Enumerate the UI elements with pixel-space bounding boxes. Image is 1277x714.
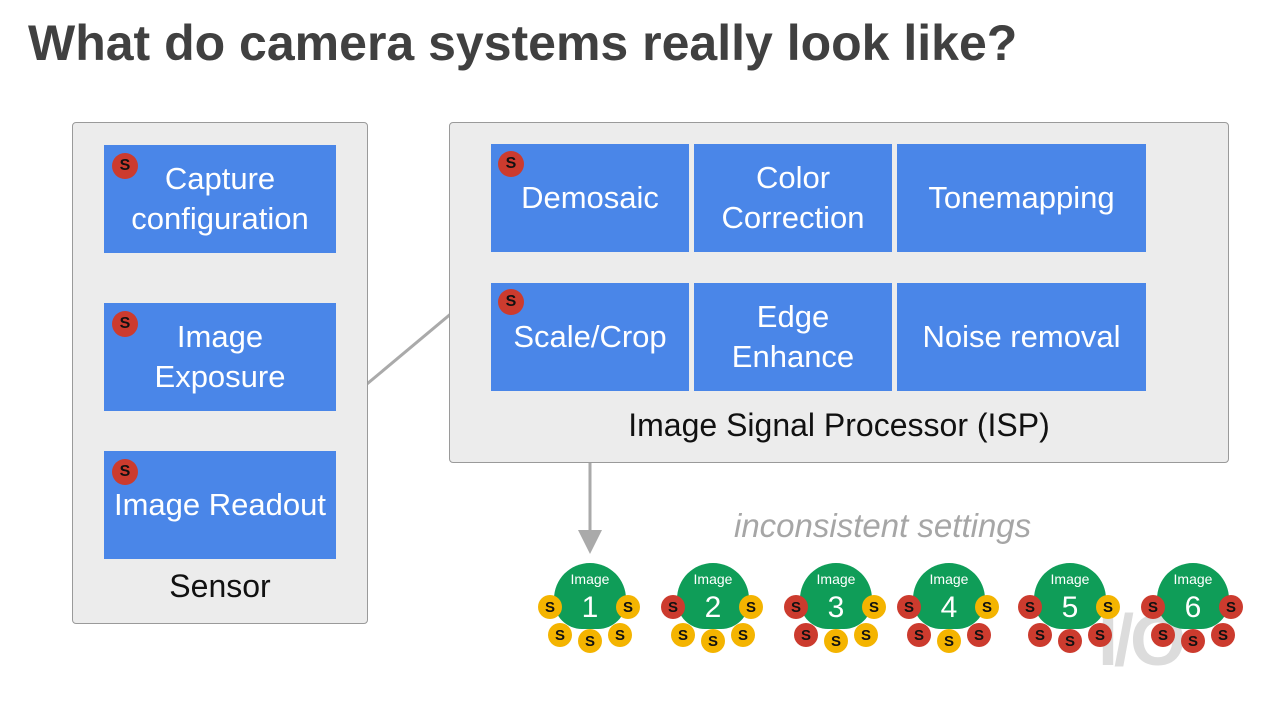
setting-badge: S: [112, 311, 138, 337]
image-dome: [913, 563, 985, 629]
isp-label: Image Signal Processor (ISP): [628, 407, 1050, 443]
setting-badge-red: S: [1141, 595, 1165, 619]
setting-badge-red: S: [661, 595, 685, 619]
scale-crop-label: Scale/Crop: [513, 319, 667, 354]
image-word-label: Image: [1050, 571, 1090, 587]
image-readout-block: Image Readout: [104, 451, 336, 559]
setting-badge-red: S: [784, 595, 808, 619]
setting-badge-red: S: [794, 623, 818, 647]
edge-enhance-block: Edge Enhance: [694, 283, 892, 391]
tonemapping-block: Tonemapping: [897, 144, 1146, 252]
setting-badge-yellow: S: [671, 623, 695, 647]
capture-configuration-block: Capture configuration: [104, 145, 336, 253]
image-word-label: Image: [693, 571, 733, 587]
setting-badge: S: [498, 289, 524, 315]
setting-badge-yellow: S: [975, 595, 999, 619]
setting-badge-yellow: S: [731, 623, 755, 647]
setting-badge-yellow: S: [1096, 595, 1120, 619]
image-word-label: Image: [816, 571, 856, 587]
edge-enhance-label: Edge Enhance: [731, 299, 855, 374]
setting-badge: S: [112, 153, 138, 179]
setting-badge: S: [498, 151, 524, 177]
setting-badge: S: [112, 459, 138, 485]
image-number: 2: [704, 591, 722, 624]
image-dome: [1157, 563, 1229, 629]
setting-badge-yellow: S: [578, 629, 602, 653]
setting-badge-yellow: S: [616, 595, 640, 619]
image-number: 1: [581, 591, 599, 624]
image-dome: [800, 563, 872, 629]
setting-badge-red: S: [1058, 629, 1082, 653]
color-correction-block: Color Correction: [694, 144, 892, 252]
noise-removal-block: Noise removal: [897, 283, 1146, 391]
setting-badge-red: S: [1151, 623, 1175, 647]
image-dome: [677, 563, 749, 629]
noise-removal-label: Noise removal: [922, 319, 1121, 354]
inconsistent-settings-note: inconsistent settings: [734, 507, 1032, 544]
setting-badge-red: S: [907, 623, 931, 647]
slide-title: What do camera systems really look like?: [28, 15, 1018, 71]
image-number: 5: [1061, 591, 1079, 624]
setting-badge-yellow: S: [824, 629, 848, 653]
image-exposure-label: Image Exposure: [154, 319, 286, 394]
setting-badge-red: S: [1219, 595, 1243, 619]
setting-badge-red: S: [1211, 623, 1235, 647]
setting-badge-yellow: S: [739, 595, 763, 619]
setting-badge-red: S: [1088, 623, 1112, 647]
image-word-label: Image: [929, 571, 969, 587]
image-number: 6: [1184, 591, 1202, 624]
setting-badge-red: S: [897, 595, 921, 619]
tonemapping-label: Tonemapping: [928, 180, 1115, 215]
setting-badge-yellow: S: [548, 623, 572, 647]
image-number: 3: [827, 591, 845, 624]
image-readout-label: Image Readout: [114, 487, 326, 522]
setting-badge-yellow: S: [701, 629, 725, 653]
image-word-label: Image: [570, 571, 610, 587]
setting-badge-yellow: S: [608, 623, 632, 647]
image-word-label: Image: [1173, 571, 1213, 587]
setting-badge-red: S: [1181, 629, 1205, 653]
demosaic-block: Demosaic: [491, 144, 689, 252]
sensor-label: Sensor: [169, 568, 271, 604]
setting-badge-yellow: S: [538, 595, 562, 619]
setting-badge-red: S: [967, 623, 991, 647]
setting-badge-yellow: S: [937, 629, 961, 653]
image-number: 4: [940, 591, 958, 624]
capture-configuration-label: Capture configuration: [131, 161, 309, 236]
setting-badge-red: S: [1018, 595, 1042, 619]
demosaic-label: Demosaic: [521, 180, 659, 215]
image-exposure-block: Image Exposure: [104, 303, 336, 411]
scale-crop-block: Scale/Crop: [491, 283, 689, 391]
setting-badge-red: S: [1028, 623, 1052, 647]
setting-badge-yellow: S: [854, 623, 878, 647]
image-dome: [1034, 563, 1106, 629]
color-correction-label: Color Correction: [721, 160, 865, 235]
setting-badge-yellow: S: [862, 595, 886, 619]
image-dome: [554, 563, 626, 629]
